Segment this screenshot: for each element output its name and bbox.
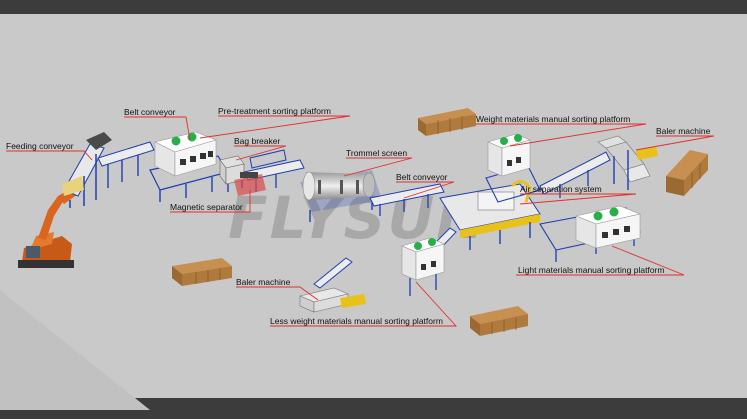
bale-stack-right [666,150,708,196]
magnetic-separator [234,172,266,196]
belt-conveyor-2 [369,183,445,216]
belt-conveyor-1 [97,141,155,188]
label-magnetic-separator: Magnetic separator [170,202,243,212]
label-belt-conveyor-2: Belt conveyor [396,172,448,182]
conveyor-to-baler-1 [539,151,611,198]
label-bag-breaker: Bag breaker [234,136,280,146]
label-pretreatment-platform: Pre-treatment sorting platform [218,106,331,116]
label-feeding-conveyor: Feeding conveyor [6,141,74,151]
less-weight-materials-sorting-platform [401,227,457,296]
feeding-conveyor [62,132,112,208]
label-belt-conveyor-1: Belt conveyor [124,107,176,117]
floor-edge [0,290,150,410]
label-baler-machine-1: Baler machine [656,126,711,136]
label-less-weight-platform: Less weight materials manual sorting pla… [270,316,443,326]
bale-stack-left [172,258,232,286]
pretreatment-sorting-platform [149,131,229,202]
air-separation-system [439,180,541,250]
light-materials-sorting-platform [539,205,642,262]
baler-machine-1 [597,135,658,190]
bag-breaker [219,155,245,192]
bale-stack-top [418,108,476,136]
label-air-separation: Air separation system [520,184,602,194]
label-light-platform: Light materials manual sorting platform [518,265,664,275]
label-weight-platform: Weight materials manual sorting platform [476,114,630,124]
leader-lines [6,115,715,327]
trommel-screen [300,170,382,222]
baler-machine-2 [299,257,366,313]
weight-materials-sorting-platform [485,133,541,203]
label-baler-machine-2: Baler machine [236,277,291,287]
bale-stack-bottom [470,306,528,336]
label-trommel-screen: Trommel screen [346,148,407,158]
